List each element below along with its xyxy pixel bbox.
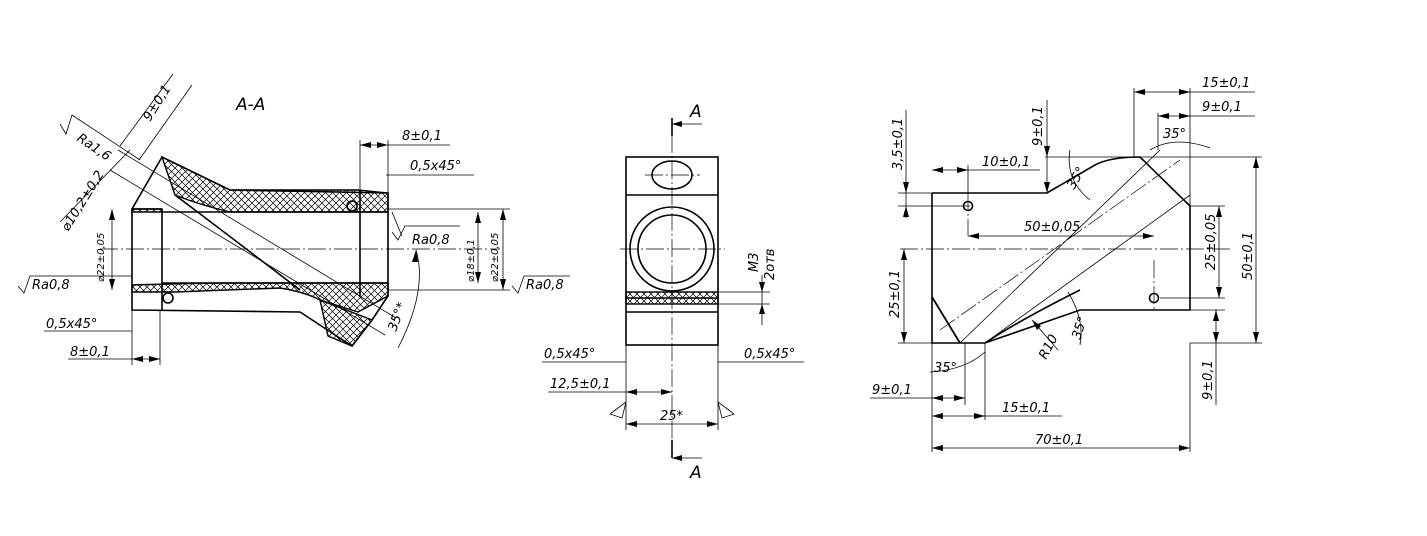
angle-35-section: 35°* bbox=[386, 300, 410, 333]
ra-0-8-left-symbol: Ra0,8 bbox=[17, 275, 132, 294]
dim-25: 25* bbox=[660, 409, 684, 424]
dim-15-bottom: 15±0,1 bbox=[1002, 401, 1050, 416]
dim-8-right: 8±0,1 bbox=[402, 129, 442, 144]
angle-35-top: 35° bbox=[1163, 127, 1186, 142]
radius-r10: R10 bbox=[1036, 332, 1061, 362]
dim-50-horiz: 50±0,05 bbox=[1024, 220, 1080, 235]
thread-holes: 2отв bbox=[763, 249, 778, 280]
angle-35-mid: 35° bbox=[1064, 165, 1089, 192]
dim-9-vert: 9±0,1 bbox=[1031, 106, 1046, 146]
side-body-outline bbox=[931, 156, 1191, 344]
dim-dia-22-left: ⌀22±0,05 bbox=[96, 233, 107, 282]
dim-9-top: 9±0,1 bbox=[1202, 100, 1242, 115]
chamfer-front-left: 0,5x45° bbox=[544, 347, 595, 362]
chamfer-front-right: 0,5x45° bbox=[744, 347, 795, 362]
dim-9-angled: 9±0,1 bbox=[141, 82, 175, 124]
side-view: 15±0,1 9±0,1 35° 9±0,1 3,5±0,1 10±0,1 35… bbox=[870, 76, 1262, 452]
section-label: A-A bbox=[235, 95, 265, 115]
dim-8-left: 8±0,1 bbox=[70, 345, 110, 360]
section-view-a-a: A-A bbox=[17, 73, 570, 365]
thread-m3: M3 bbox=[747, 253, 762, 273]
dim-10: 10±0,1 bbox=[982, 155, 1030, 170]
section-body-outline bbox=[109, 149, 397, 348]
dim-9-bottom: 9±0,1 bbox=[872, 383, 912, 398]
svg-text:Ra0,8: Ra0,8 bbox=[32, 278, 70, 293]
svg-text:Ra0,8: Ra0,8 bbox=[412, 233, 450, 248]
angle-35-lower: 35° bbox=[1070, 315, 1091, 342]
ra-1-6-symbol: Ra1,6 bbox=[59, 114, 141, 165]
dim-50-vert: 50±0,1 bbox=[1241, 232, 1256, 280]
surface-symbol-left bbox=[609, 401, 627, 419]
svg-text:Ra0,8: Ra0,8 bbox=[526, 278, 564, 293]
dim-70: 70±0,1 bbox=[1035, 433, 1083, 448]
surface-symbol-right bbox=[717, 401, 735, 419]
dim-dia-22-right: ⌀22±0,05 bbox=[490, 233, 501, 282]
dim-12-5: 12,5±0,1 bbox=[550, 377, 611, 392]
front-view: A A M3 2отв 0,5x45° 0,5x45° bbox=[542, 102, 804, 483]
angle-35-bottom: 35° bbox=[934, 361, 957, 376]
dim-25-right: 25±0,05 bbox=[1204, 214, 1219, 270]
dim-9-right: 9±0,1 bbox=[1201, 360, 1216, 400]
svg-text:Ra1,6: Ra1,6 bbox=[74, 131, 114, 165]
ra-0-8-inner-symbol: Ra0,8 bbox=[391, 211, 460, 248]
chamfer-right: 0,5x45° bbox=[410, 159, 461, 174]
section-mark-bottom: A bbox=[689, 463, 702, 483]
dim-dia-18: ⌀18±0,1 bbox=[466, 239, 477, 282]
dim-3-5: 3,5±0,1 bbox=[891, 118, 906, 170]
chamfer-left: 0,5x45° bbox=[46, 317, 97, 332]
ra-0-8-right-symbol: Ra0,8 bbox=[511, 275, 570, 294]
dim-dia-10-2: ⌀10,2±0,2 bbox=[59, 168, 108, 234]
section-mark-top: A bbox=[689, 102, 702, 122]
dim-15-top: 15±0,1 bbox=[1202, 76, 1250, 91]
dim-25-left: 25±0,1 bbox=[888, 270, 903, 318]
